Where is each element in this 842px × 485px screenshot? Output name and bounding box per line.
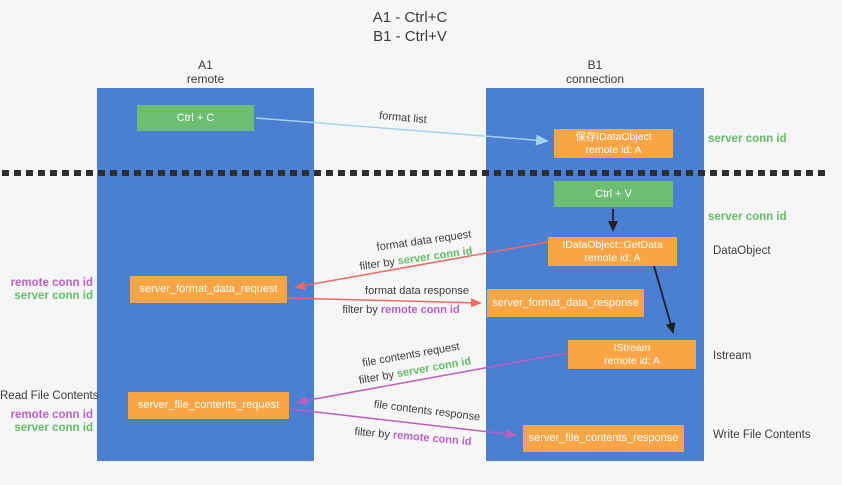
- getdata-line1: IDataObject::GetData: [562, 238, 663, 251]
- save-idataobject-box: 保存IDataObject remote id: A: [554, 129, 673, 158]
- format-data-response-label: format data response: [365, 285, 469, 297]
- server-conn-id-annotation-1: server conn id: [14, 290, 93, 302]
- remote-conn-id-text: remote conn id: [392, 429, 472, 449]
- read-file-contents-annotation: Read File Contents: [0, 390, 99, 402]
- file-response-box: server_file_contents_response: [523, 425, 684, 452]
- istream-line2: remote id: A: [603, 354, 661, 367]
- server-conn-id-annotation-2: server conn id: [14, 422, 93, 434]
- write-file-contents-annotation: Write File Contents: [713, 429, 811, 441]
- format-data-request-filter-label: filter by server conn id: [359, 245, 473, 273]
- format-data-response-filter-label: filter by remote conn id: [342, 304, 459, 316]
- ctrl-c-label: Ctrl + C: [176, 111, 215, 124]
- lane-b-role: connection: [565, 72, 625, 86]
- lane-b-header: B1 connection: [486, 58, 704, 86]
- istream-annotation: Istream: [713, 350, 752, 362]
- remote-conn-id-text: remote conn id: [380, 304, 460, 316]
- server-conn-id-annotation-top: server conn id: [708, 133, 787, 145]
- title-line-2: B1 - Ctrl+V: [373, 28, 447, 45]
- save-idataobject-line2: remote id: A: [585, 143, 642, 156]
- istream-line1: IStream: [613, 341, 651, 354]
- format-request-label: server_format_data_request: [139, 283, 278, 295]
- file-request-label: server_file_contents_request: [137, 399, 280, 411]
- arrow-format-data-response: [286, 297, 482, 308]
- format-list-label: format list: [378, 109, 428, 127]
- file-contents-response-filter-label: filter by remote conn id: [354, 426, 472, 448]
- server-conn-id-annotation-mid: server conn id: [708, 211, 787, 223]
- format-request-box: server_format_data_request: [130, 276, 287, 303]
- dataobject-annotation: DataObject: [713, 245, 771, 257]
- ctrl-v-label: Ctrl + V: [595, 187, 632, 200]
- filter-by-text: filter by: [342, 304, 378, 316]
- istream-box: IStream remote id: A: [568, 340, 696, 369]
- getdata-box: IDataObject::GetData remote id: A: [548, 237, 677, 266]
- lane-a-id: A1: [198, 58, 213, 72]
- getdata-line2: remote id: A: [584, 251, 641, 264]
- save-idataobject-line1: 保存IDataObject: [575, 130, 652, 143]
- format-response-label: server_format_data_response: [492, 296, 639, 309]
- network-boundary-dotted-line: [2, 170, 830, 176]
- lane-a-role: remote: [186, 72, 225, 86]
- file-contents-response-label: file contents response: [373, 398, 481, 424]
- filter-by-text: filter by: [354, 425, 391, 441]
- remote-conn-id-annotation-2: remote conn id: [10, 409, 93, 421]
- lane-b-id: B1: [587, 58, 603, 72]
- ctrl-v-box: Ctrl + V: [554, 181, 673, 207]
- format-response-box: server_format_data_response: [487, 289, 644, 317]
- filter-by-text: filter by: [358, 256, 396, 273]
- lane-a-header: A1 remote: [97, 58, 314, 86]
- title-line-1: A1 - Ctrl+C: [372, 9, 448, 26]
- diagram-title: A1 - Ctrl+C B1 - Ctrl+V: [300, 8, 520, 46]
- remote-conn-id-annotation-1: remote conn id: [10, 277, 93, 289]
- ctrl-c-box: Ctrl + C: [137, 105, 254, 131]
- file-request-box: server_file_contents_request: [128, 392, 289, 419]
- file-response-label: server_file_contents_response: [528, 432, 679, 444]
- filter-by-text: filter by: [357, 368, 395, 387]
